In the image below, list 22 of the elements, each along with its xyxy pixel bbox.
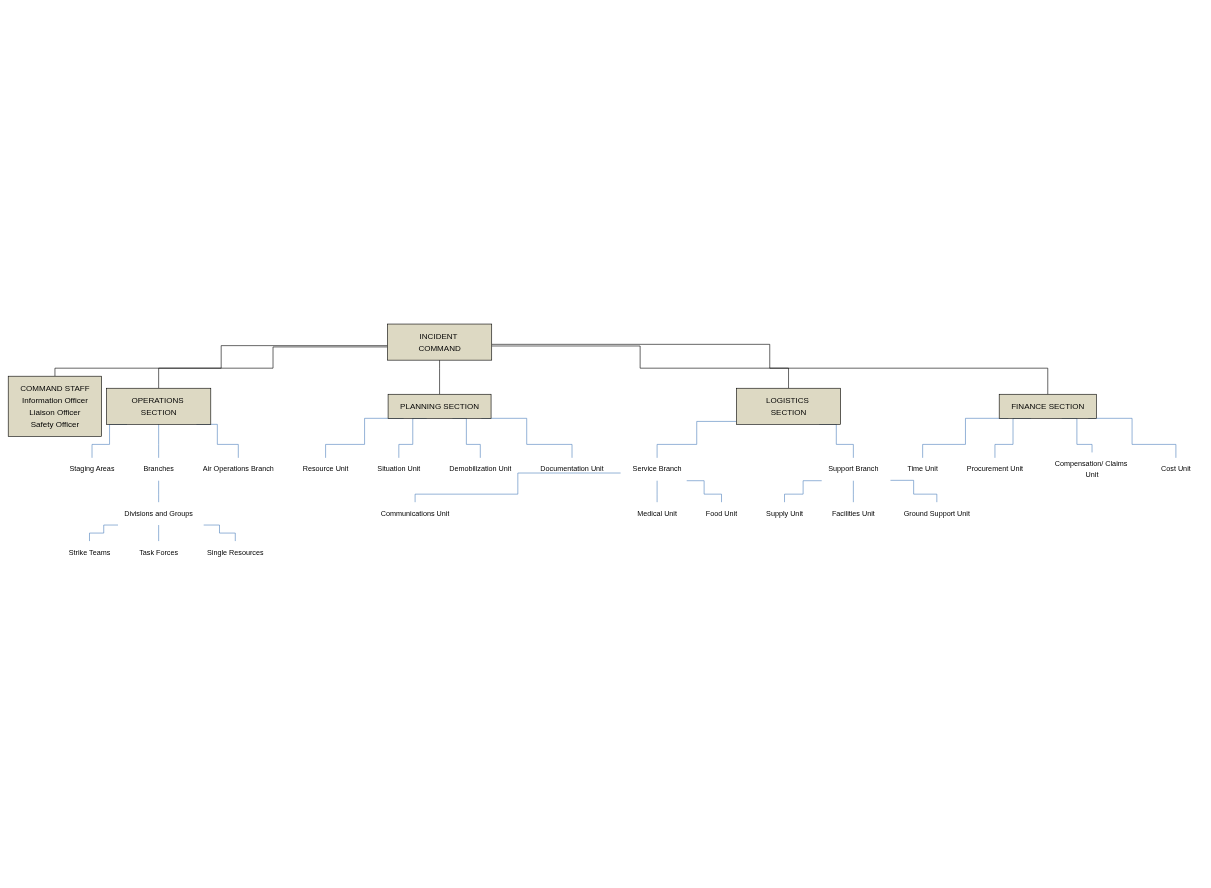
connector bbox=[890, 480, 938, 503]
connector bbox=[656, 421, 737, 459]
node-box: FINANCE SECTION bbox=[998, 393, 1097, 419]
connector bbox=[158, 346, 388, 389]
connector bbox=[158, 424, 159, 459]
node-box: OPERATIONS SECTION bbox=[106, 387, 212, 425]
connector bbox=[158, 524, 159, 542]
connector bbox=[89, 524, 119, 542]
connector bbox=[853, 480, 854, 503]
connector bbox=[491, 345, 789, 389]
node-box: LOGISTICS SECTION bbox=[736, 387, 841, 425]
connector bbox=[203, 524, 236, 542]
connector bbox=[439, 359, 440, 395]
connector bbox=[784, 480, 822, 503]
node-box: COMMAND STAFF Information Officer Liaison Officer Safety Officer bbox=[7, 375, 102, 437]
connector bbox=[54, 345, 388, 377]
node-box: PLANNING SECTION bbox=[387, 393, 492, 419]
connector bbox=[686, 480, 722, 503]
connector bbox=[491, 344, 1049, 395]
connector bbox=[158, 480, 159, 503]
node-box: INCIDENT COMMAND bbox=[387, 323, 493, 361]
connector bbox=[414, 472, 621, 503]
